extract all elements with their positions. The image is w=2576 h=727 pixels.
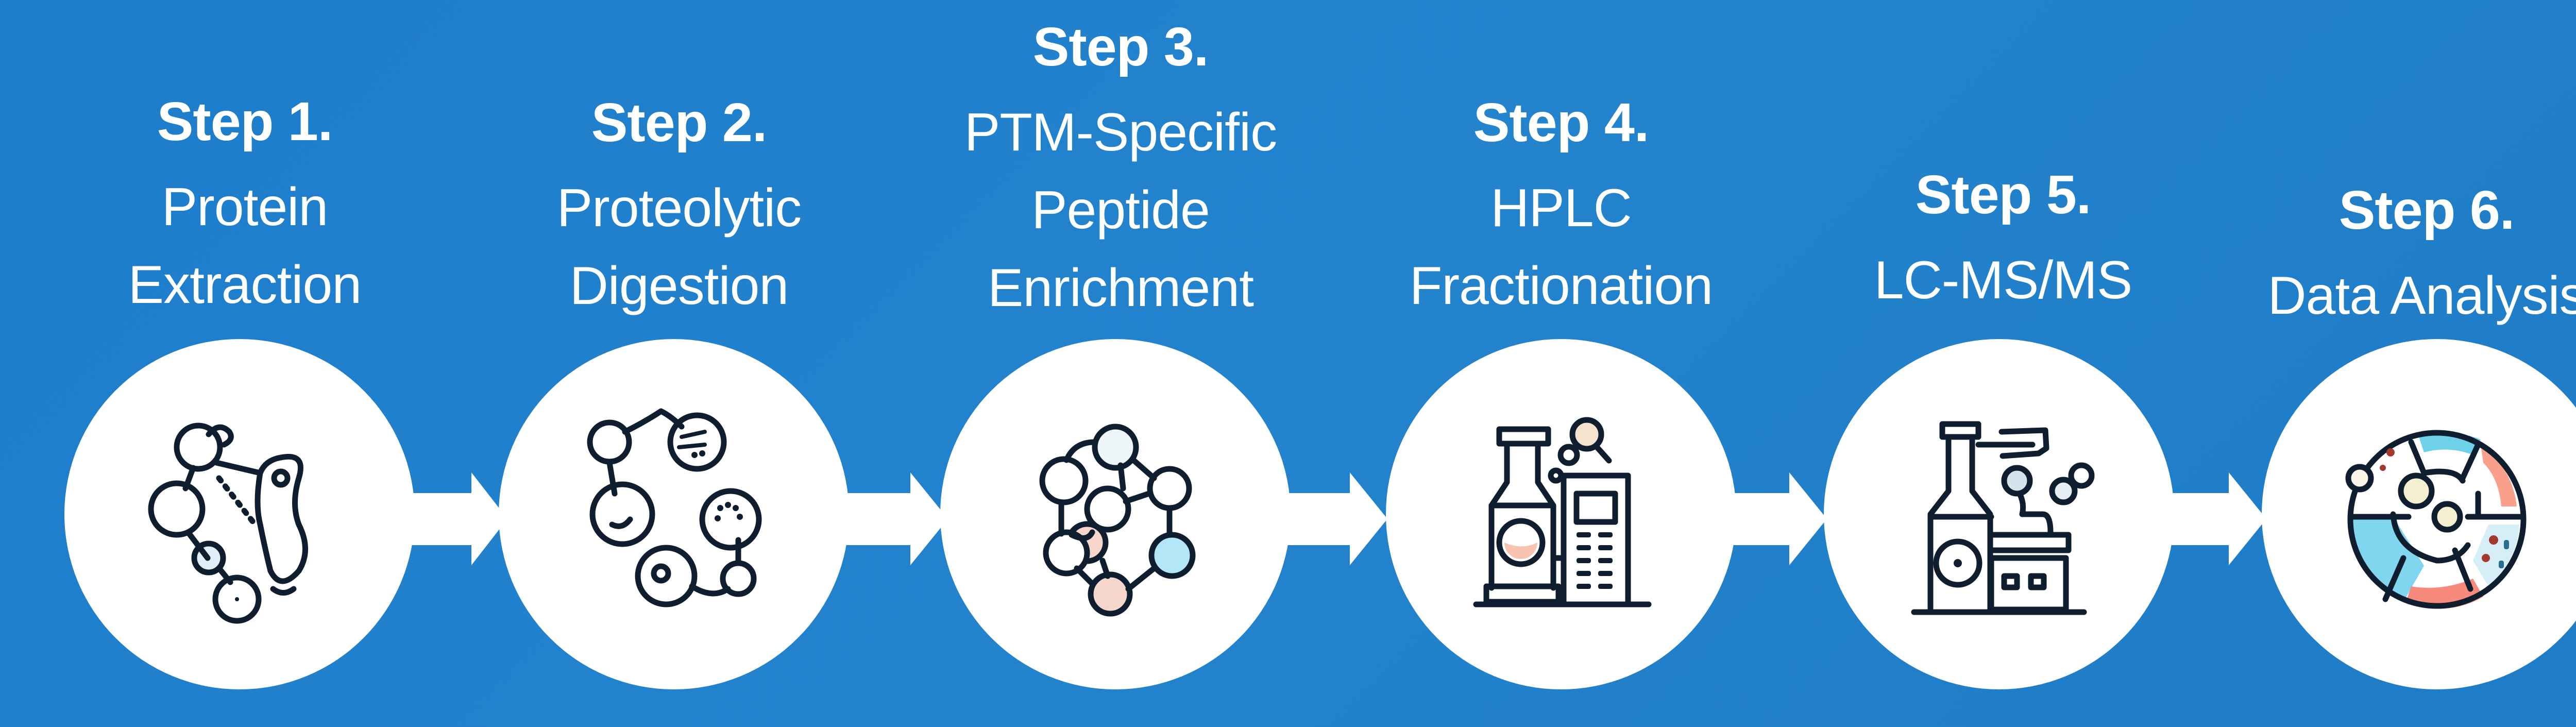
step-2-label: Step 2. Proteolytic Digestion: [473, 95, 885, 325]
step-description-line: Extraction: [128, 255, 362, 315]
step-description-line: Digestion: [569, 256, 789, 316]
mass-spectrometer-icon: [1911, 421, 2095, 615]
step-title: Step 6.: [2338, 180, 2515, 241]
step-description-line: Peptide: [1031, 180, 1210, 240]
step-4-circle: [1386, 339, 1736, 689]
step-4-label: Step 4. HPLC Fractionation: [1355, 95, 1767, 325]
step-1-label: Step 1. Protein Extraction: [39, 94, 451, 324]
step-5-label: Step 5. LC-MS/MS: [1797, 167, 2209, 319]
arrow-connector-2: [831, 472, 948, 565]
step-title: Step 3.: [1032, 16, 1209, 77]
step-description-line: PTM-Specific: [964, 103, 1277, 162]
arrow-connector-3: [1270, 472, 1387, 565]
step-3-label: Step 3. PTM-Specific Peptide Enrichment: [914, 20, 1327, 327]
step-title: Step 2.: [591, 92, 768, 153]
step-title: Step 4.: [1473, 92, 1650, 153]
peptide-network-icon: [1039, 424, 1196, 617]
hplc-instrument-icon: [1473, 417, 1652, 607]
step-description-line: Enrichment: [988, 258, 1254, 318]
step-description-line: Data Analysis: [2267, 266, 2576, 326]
step-description-line: LC-MS/MS: [1874, 250, 2132, 310]
step-title: Step 1.: [157, 91, 333, 152]
arrow-connector-4: [1709, 472, 1827, 565]
arrow-connector-5: [2149, 472, 2266, 565]
arrow-connector-1: [392, 472, 507, 565]
step-title: Step 5.: [1915, 164, 2092, 225]
step-2-circle: [499, 339, 849, 689]
step-6-label: Step 6. Data Analysis: [2221, 183, 2576, 335]
step-description-line: Fractionation: [1409, 256, 1713, 316]
step-6-circle: [2262, 339, 2576, 689]
step-description-line: HPLC: [1490, 178, 1632, 238]
step-3-circle: [940, 339, 1291, 689]
digested-peptides-icon: [587, 408, 762, 607]
step-1-circle: [64, 339, 415, 689]
step-description-line: Protein: [161, 177, 329, 237]
step-5-circle: [1824, 339, 2174, 689]
step-description-line: Proteolytic: [556, 178, 802, 238]
protein-molecule-icon: [148, 422, 308, 624]
data-analysis-chart-icon: [2345, 430, 2527, 609]
